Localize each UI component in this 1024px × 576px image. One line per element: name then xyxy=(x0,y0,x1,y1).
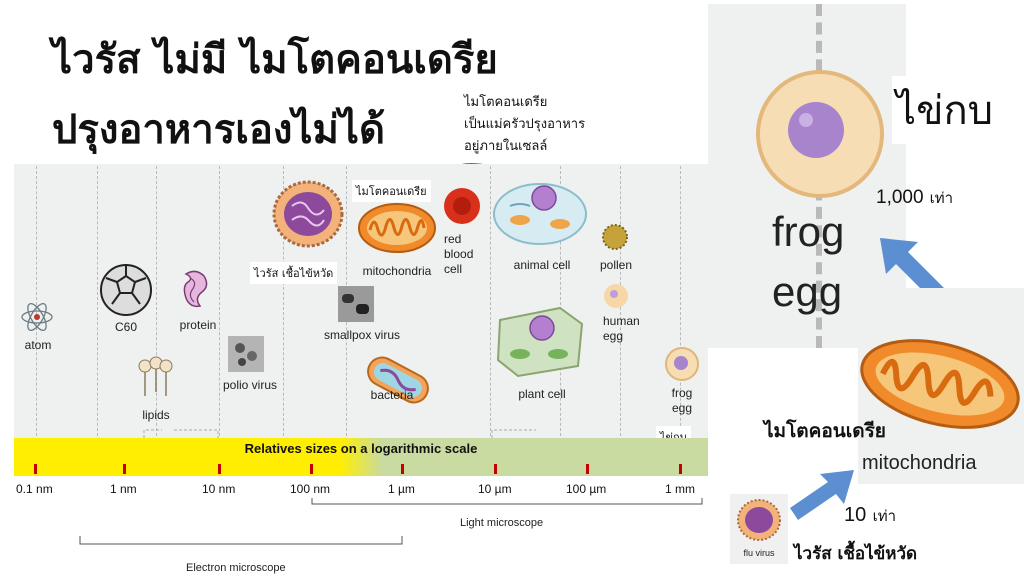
frog-egg-en-line1: frog xyxy=(772,208,845,255)
scale-banner-title: Relatives sizes on a logarithmic scale xyxy=(244,441,478,456)
page-title-line1: ไวรัส ไม่มี ไมโตคอนเดรีย xyxy=(52,37,498,83)
human-egg-label: human egg xyxy=(603,314,640,343)
flu-virus-thumbnail: flu virus xyxy=(730,494,788,564)
times-1000-number: 1,000 xyxy=(876,187,924,208)
note-line3: อยู่ภายในเซลล์ xyxy=(464,139,548,154)
mitochondria-large-icon xyxy=(860,339,1020,429)
scale-tick xyxy=(494,464,497,474)
tick-label: 1 mm xyxy=(665,482,695,496)
smallpox-virus-label: smallpox virus xyxy=(323,328,401,342)
frog-egg-en-line2: egg xyxy=(772,268,843,315)
up-arrow-1000-icon xyxy=(880,238,944,300)
note-line1: ไมโตคอนเดรีย xyxy=(464,95,548,110)
mitochondria-zoom-panel xyxy=(858,288,1024,484)
bacteria-icon xyxy=(367,356,429,404)
protein-label: protein xyxy=(179,318,217,332)
mitochondria-icon xyxy=(358,203,436,253)
flu-virus-tag: ไวรัส เชื้อไข้หวัด xyxy=(250,262,338,284)
c60-label: C60 xyxy=(114,320,137,334)
tick-label: 10 µm xyxy=(478,482,512,496)
scale-banner xyxy=(14,438,708,476)
red-blood-cell-label: red blood cell xyxy=(444,232,474,276)
atom-label: atom xyxy=(24,338,52,352)
mitochondria-en-label: mitochondria xyxy=(862,452,977,474)
grid-line xyxy=(680,166,681,436)
tick-label: 0.1 nm xyxy=(16,482,53,496)
mitochondria-note: ไมโตคอนเดรีย เป็นแม่ครัวปรุงอาหาร อยู่ภา… xyxy=(464,92,585,158)
grid-line xyxy=(36,166,37,436)
polio-virus-image xyxy=(228,336,264,372)
tick-label: 100 nm xyxy=(290,482,331,496)
plant-cell-icon xyxy=(496,306,584,378)
microscope-brackets xyxy=(79,498,703,545)
animal-cell-icon xyxy=(493,183,587,245)
grid-line xyxy=(490,166,491,436)
flu-virus-thai-label: ไวรัส เชื้อไข้หวัด xyxy=(794,544,918,564)
electron-microscope-label: Electron microscope xyxy=(186,562,286,574)
page-title-line2: ปรุงอาหารเองไม่ได้ xyxy=(52,107,386,153)
pollen-icon xyxy=(602,224,628,250)
tick-label: 100 µm xyxy=(566,482,607,496)
times-1000-word: เท่า xyxy=(929,189,954,207)
frog-egg-icon xyxy=(665,347,699,381)
flu-virus-icon xyxy=(272,180,344,248)
animal-cell-label: animal cell xyxy=(513,258,571,272)
scale-tick xyxy=(123,464,126,474)
smallpox-virus-image xyxy=(338,286,374,322)
frog-egg-label: frog egg xyxy=(671,386,693,415)
times-10-number: 10 xyxy=(844,504,867,526)
mitochondria-thai-label: ไมโตคอนเดรีย xyxy=(764,420,886,442)
tick-label: 1 nm xyxy=(110,482,137,496)
note-line2: เป็นแม่ครัวปรุงอาหาร xyxy=(464,117,586,132)
polio-virus-label: polio virus xyxy=(222,378,278,392)
pollen-label: pollen xyxy=(599,258,633,272)
grid-line xyxy=(283,166,284,436)
scale-tick xyxy=(218,464,221,474)
plant-cell-label: plant cell xyxy=(518,387,566,401)
up-arrow-10-icon xyxy=(790,470,854,520)
grid-line xyxy=(560,166,561,436)
grid-line xyxy=(156,166,157,436)
frog-egg-large-icon xyxy=(756,70,884,198)
mitochondria-tag: ไมโตคอนเดรีย xyxy=(352,180,431,202)
red-blood-cell-icon xyxy=(444,188,480,224)
flu-virus-small-icon xyxy=(737,499,781,541)
scale-tick xyxy=(310,464,313,474)
lipids-icon xyxy=(138,356,173,396)
c60-molecule-icon xyxy=(100,264,152,316)
times-1000-label: 1,000 เท่า xyxy=(876,186,953,210)
mitochondria-label: mitochondria xyxy=(362,264,432,278)
grid-line xyxy=(219,166,220,436)
light-microscope-label: Light microscope xyxy=(460,517,544,529)
atom-icon xyxy=(21,303,53,331)
times-10-word: เท่า xyxy=(872,507,897,525)
scale-tick xyxy=(586,464,589,474)
protein-icon xyxy=(183,270,208,308)
scale-tick xyxy=(34,464,37,474)
human-egg-icon xyxy=(604,284,628,308)
tick-label: 1 µm xyxy=(388,482,415,496)
tick-label: 10 nm xyxy=(202,482,236,496)
grid-line xyxy=(97,166,98,436)
flu-virus-small-label: flu virus xyxy=(743,548,775,558)
scale-tick xyxy=(679,464,682,474)
bacteria-label: bacteria xyxy=(370,388,414,402)
scale-tick xyxy=(401,464,404,474)
frog-egg-thai-label: ไข่กบ xyxy=(892,76,998,144)
times-10-label: 10 เท่า xyxy=(844,502,896,528)
lipids-label: lipids xyxy=(142,408,170,422)
range-brackets xyxy=(143,429,536,438)
